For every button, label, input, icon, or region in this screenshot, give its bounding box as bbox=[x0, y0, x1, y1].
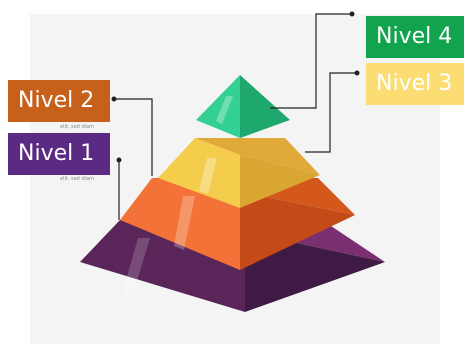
tier-2-right-face bbox=[240, 192, 355, 270]
tier-1-right-face bbox=[245, 232, 385, 312]
tier-2-highlight bbox=[174, 196, 195, 250]
connector-level-2 bbox=[114, 98, 153, 176]
tier-3-highlight bbox=[199, 158, 217, 194]
level-2-label: Nivel 2 bbox=[8, 80, 110, 122]
connector-dots bbox=[111, 11, 360, 163]
connector-level-3 bbox=[305, 72, 357, 153]
connectors bbox=[114, 13, 357, 220]
tier-2 bbox=[120, 178, 355, 270]
tier-1-highlight bbox=[122, 238, 150, 298]
level-2-caption: elit, sed diam bbox=[60, 124, 94, 130]
connector-dot-2 bbox=[111, 96, 117, 102]
tier-3-right-face bbox=[240, 155, 320, 208]
level-1-label: Nivel 1 bbox=[8, 133, 110, 175]
connector-dot-4 bbox=[349, 11, 355, 17]
tier-4 bbox=[196, 75, 290, 138]
level-1-caption: elit, sed diam bbox=[60, 176, 94, 182]
tier-3-top bbox=[195, 138, 320, 175]
tier-4-right-face bbox=[240, 75, 290, 138]
tier-2-top bbox=[152, 178, 355, 215]
connector-dot-1 bbox=[116, 157, 122, 163]
connector-dot-3 bbox=[354, 70, 360, 76]
tier-4-highlight bbox=[216, 96, 233, 124]
level-4-label: Nivel 4 bbox=[366, 16, 464, 58]
tier-2-left-face bbox=[120, 178, 240, 270]
tier-3 bbox=[158, 138, 320, 208]
tier-3-left-face bbox=[158, 138, 240, 208]
tier-4-left-face bbox=[196, 75, 240, 138]
level-3-label: Nivel 3 bbox=[366, 63, 464, 105]
connector-level-4 bbox=[270, 13, 352, 109]
